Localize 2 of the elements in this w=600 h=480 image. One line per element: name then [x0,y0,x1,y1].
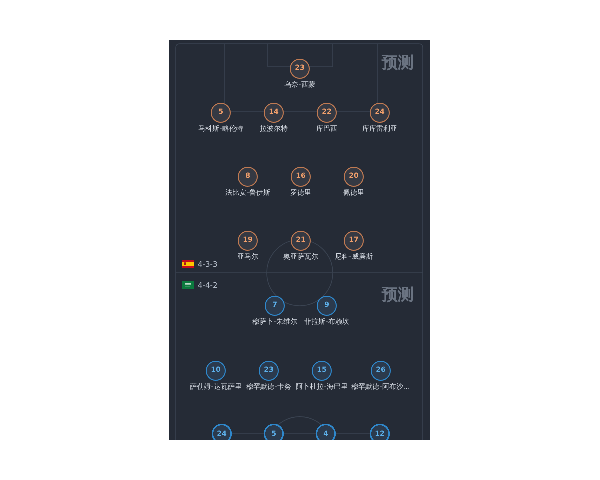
stamp-text: 预测 [382,54,414,72]
stamp-text: 预测 [382,286,414,304]
